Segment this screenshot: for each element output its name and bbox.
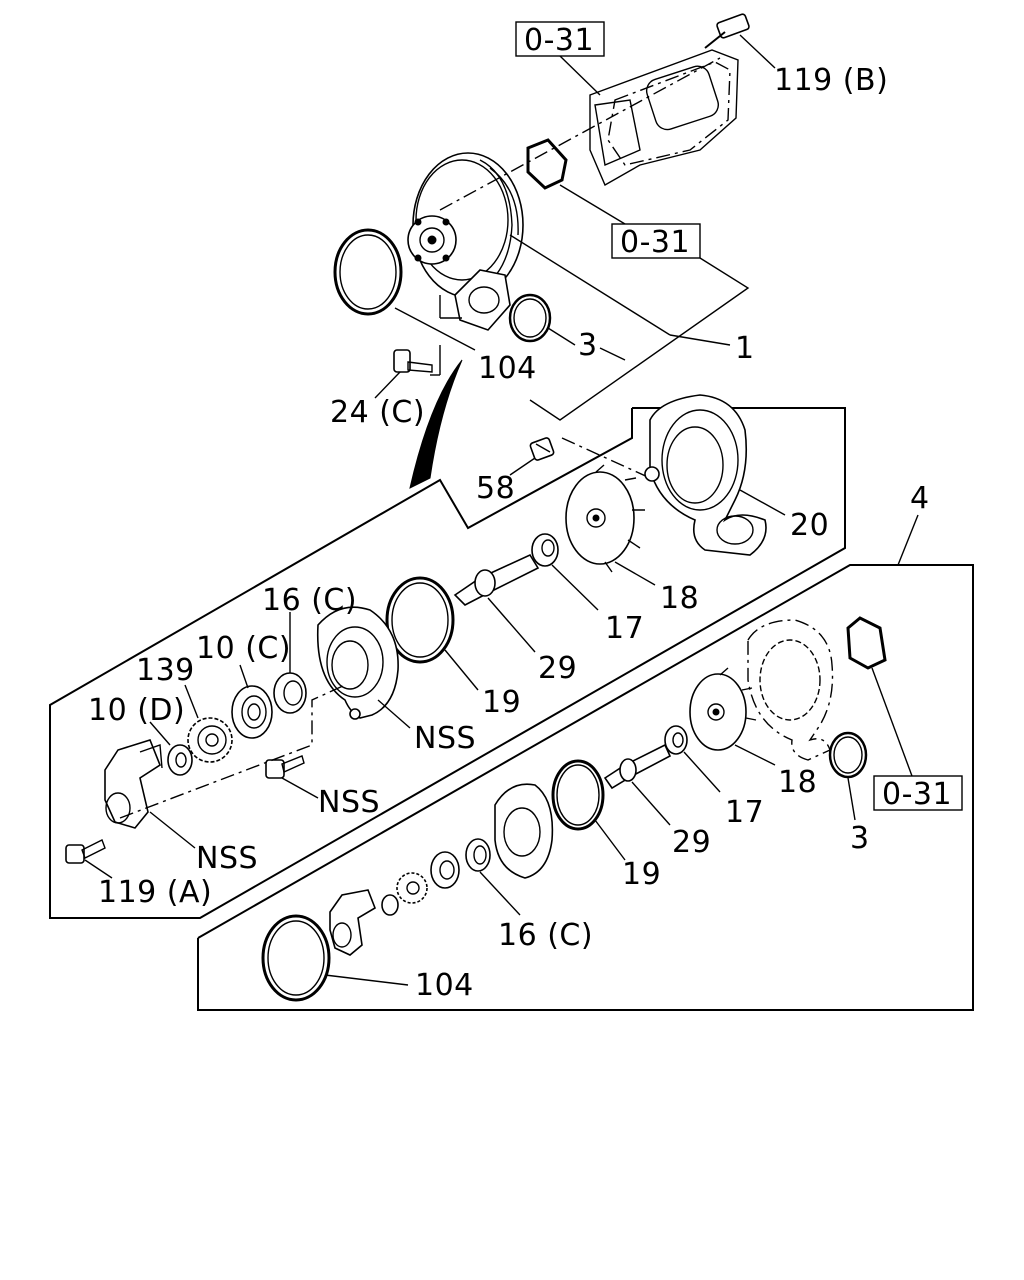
ref-031-mid-label: 0-31	[620, 225, 690, 260]
kit-washer	[381, 894, 399, 916]
gear-139	[187, 717, 233, 763]
label-bolt-119a: 119 (A)	[98, 875, 212, 910]
plug-58	[529, 437, 555, 461]
label-plug-58: 58	[476, 471, 515, 506]
kit-bearing-16c	[465, 838, 491, 872]
label-gear-139: 139	[136, 653, 195, 688]
detail-frame	[49, 407, 846, 919]
bolt-119a	[65, 839, 106, 864]
kit-seal-17	[664, 725, 688, 755]
ref-031-right-label: 0-31	[882, 777, 952, 812]
label-shaft-29: 29	[538, 651, 577, 686]
shaft-29	[453, 553, 540, 606]
label-cover-nss: NSS	[414, 721, 476, 756]
kit-impeller-18	[689, 667, 757, 751]
pump-cover-gasket	[589, 49, 739, 186]
kit-frame	[197, 564, 974, 1011]
label-119b: 119 (B)	[774, 63, 888, 98]
water-pump-assembly-top	[333, 13, 750, 489]
label-bearing-10d: 10 (D)	[88, 693, 185, 728]
label-kit-shaft-29: 29	[672, 825, 711, 860]
label-kit-oring-3: 3	[850, 821, 870, 856]
label-bolt-24c: 24 (C)	[330, 395, 425, 430]
ref-box-031-top: 0-31	[515, 21, 605, 96]
pump-body	[407, 152, 524, 331]
detail-arrow	[409, 359, 463, 489]
label-oring-104-top: 104	[478, 351, 537, 386]
kit-bearing	[430, 851, 460, 889]
label-bearing-16c: 16 (C)	[262, 583, 357, 618]
outlet-gasket	[526, 138, 568, 190]
bolt-119b	[704, 13, 750, 49]
ref-box-031-right: 0-31	[871, 667, 963, 812]
label-oring-3-top: 3	[578, 328, 598, 363]
label-oring-19: 19	[482, 685, 521, 720]
label-kit-impeller-18: 18	[778, 765, 817, 800]
ref-box-031-mid: 0-31	[559, 184, 701, 260]
label-bracket-nss: NSS	[196, 841, 258, 876]
kit-oring-19	[551, 759, 605, 831]
oring-3-top	[508, 293, 552, 343]
ref-031-top-label: 0-31	[524, 23, 594, 58]
impeller-18	[565, 464, 645, 573]
kit-gasket	[846, 616, 887, 670]
label-kit-oring-104: 104	[415, 968, 474, 1003]
kit-oring-3	[828, 731, 868, 779]
label-kit-bearing-16c: 16 (C)	[498, 918, 593, 953]
oring-19	[385, 576, 455, 664]
bearing-10d	[167, 744, 193, 776]
label-housing-20: 20	[790, 508, 829, 543]
label-seal-17: 17	[605, 611, 644, 646]
kit-housing	[747, 619, 834, 761]
bracket-nss	[104, 739, 163, 829]
cover-nss	[316, 606, 399, 720]
label-bolt-nss: NSS	[318, 785, 380, 820]
kit-oring-104	[261, 914, 331, 1002]
housing-20	[644, 394, 767, 556]
kit-shaft-29	[603, 743, 672, 790]
oring-104-top	[333, 228, 403, 316]
label-kit-oring-19: 19	[622, 857, 661, 892]
bearing-10c	[231, 685, 273, 739]
label-bearing-10c: 10 (C)	[196, 631, 291, 666]
kit-bracket	[329, 889, 376, 956]
label-kit-seal-17: 17	[725, 795, 764, 830]
label-pump-assy-1: 1	[735, 331, 755, 366]
seal-17	[531, 533, 559, 567]
bolt-nss	[265, 755, 305, 779]
kit-cover	[494, 783, 554, 879]
bearing-16c	[273, 672, 307, 714]
kit-gear	[396, 872, 428, 904]
label-impeller-18: 18	[660, 581, 699, 616]
label-kit-4: 4	[910, 481, 930, 516]
bolt-24c	[393, 349, 433, 373]
